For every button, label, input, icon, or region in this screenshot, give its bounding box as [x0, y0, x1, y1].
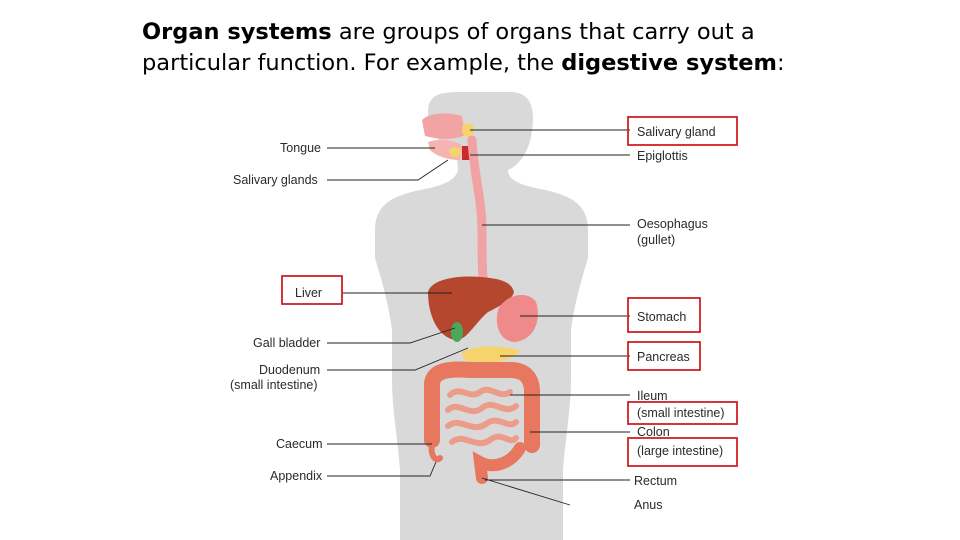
label-caecum: Caecum	[276, 437, 323, 451]
label-epiglottis: Epiglottis	[637, 149, 688, 163]
label-appendix: Appendix	[270, 469, 323, 483]
label-salivary-glands: Salivary glands	[233, 173, 318, 187]
label-liver: Liver	[295, 286, 322, 300]
label-colon-sub: (large intestine)	[637, 444, 723, 458]
label-anus: Anus	[634, 498, 663, 512]
label-oesophagus: Oesophagus	[637, 217, 708, 231]
gall-bladder-shape	[451, 322, 463, 342]
salivary-glands-shape	[449, 147, 461, 157]
label-colon: Colon	[637, 425, 670, 439]
label-duodenum-sub: (small intestine)	[230, 378, 318, 392]
label-salivary-gland: Salivary gland	[637, 125, 716, 139]
label-oesophagus-sub: (gullet)	[637, 233, 675, 247]
label-gall-bladder: Gall bladder	[253, 336, 320, 350]
label-stomach: Stomach	[637, 310, 686, 324]
label-rectum: Rectum	[634, 474, 677, 488]
label-ileum-sub: (small intestine)	[637, 406, 725, 420]
label-pancreas: Pancreas	[637, 350, 690, 364]
label-duodenum: Duodenum	[259, 363, 320, 377]
label-ileum: Ileum	[637, 389, 668, 403]
label-tongue: Tongue	[280, 141, 321, 155]
